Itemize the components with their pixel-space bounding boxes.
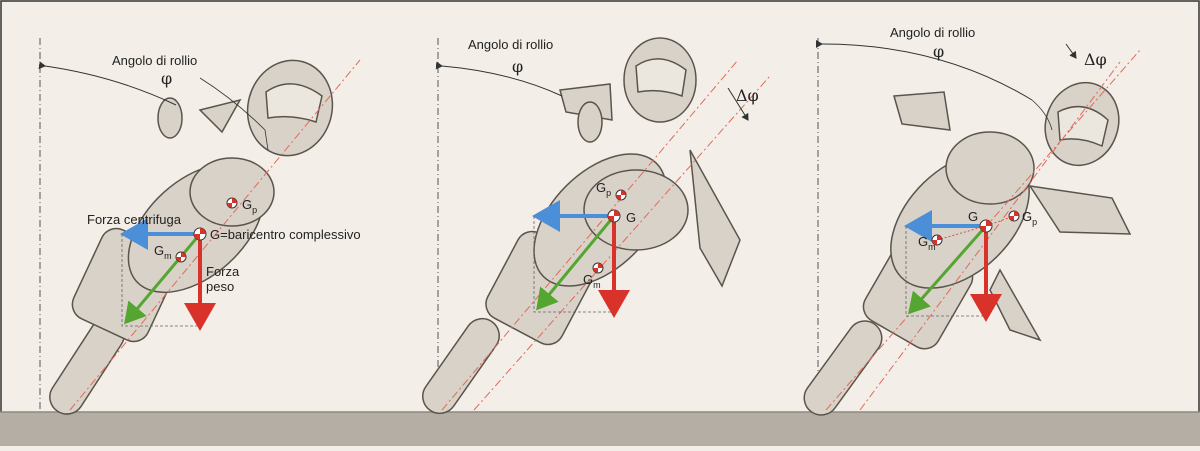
center-of-mass-icon (607, 209, 621, 223)
delta-phi-label: Δφ (736, 86, 759, 105)
delta-phi-arrow (727, 87, 749, 121)
center-of-mass-icon (1008, 210, 1020, 222)
force-parallelogram (121, 234, 200, 327)
g-label: G (626, 210, 636, 225)
gm-label: Gm (918, 234, 936, 252)
motorcycle-rider-illustration (422, 37, 741, 415)
roll-axis-line (69, 59, 361, 411)
delta-phi-arrow (1065, 43, 1077, 59)
mass-connector-line (936, 215, 1015, 241)
roll-angle-arc (435, 61, 563, 97)
resultant-force-arrow (536, 215, 616, 311)
resultant-force-arrow (908, 225, 988, 315)
roll-angle-arc (38, 61, 177, 106)
center-of-mass-icon (193, 227, 207, 241)
weight-force-label-line-2: peso (206, 279, 234, 294)
gp-label: Gp (242, 197, 257, 215)
gp-label: Gp (1022, 209, 1037, 227)
ground-strip (0, 412, 1200, 446)
roll-angle-arc (815, 39, 1033, 101)
roll-angle-symbol: φ (161, 69, 172, 88)
motorcycle-rider-illustration (49, 59, 334, 415)
roll-angle-leader (199, 77, 269, 151)
center-of-mass-icon (931, 234, 943, 246)
roll-angle-label: Angolo di rollio (468, 37, 553, 52)
center-of-mass-icon (226, 197, 238, 209)
force-parallelogram (533, 216, 614, 313)
gp-label: Gp (596, 180, 611, 198)
gm-label: Gm (154, 243, 172, 261)
center-of-mass-icon (979, 219, 993, 233)
motorcycle-rider-illustration (803, 81, 1132, 416)
panel-1: Angolo di rollio φ Gp G=baricentro compl… (38, 38, 361, 415)
roll-angle-label: Angolo di rollio (890, 25, 975, 40)
gm-label: Gm (583, 272, 601, 290)
roll-angle-symbol: φ (512, 57, 523, 76)
roll-angle-symbol: φ (933, 42, 944, 61)
center-of-mass-icon (615, 189, 627, 201)
centrifugal-force-label: Forza centrifuga (87, 212, 182, 227)
g-label: G (968, 209, 978, 224)
roll-axis-line (441, 59, 739, 411)
panel-2: Angolo di rollio φ Δφ Gp G Gm (422, 37, 771, 415)
center-of-mass-icon (592, 262, 604, 274)
center-of-mass-icon (175, 251, 187, 263)
delta-phi-label: Δφ (1084, 50, 1107, 69)
resultant-force-arrow (124, 233, 202, 325)
g-label: G=baricentro complessivo (210, 227, 361, 242)
roll-angle-leader (1031, 99, 1053, 131)
roll-axis-line-shifted (473, 75, 771, 411)
force-parallelogram (905, 226, 986, 317)
roll-angle-label: Angolo di rollio (112, 53, 197, 68)
panel-3: Angolo di rollio φ Δφ Gp G Gm (803, 25, 1141, 416)
weight-force-label-line-1: Forza (206, 264, 240, 279)
